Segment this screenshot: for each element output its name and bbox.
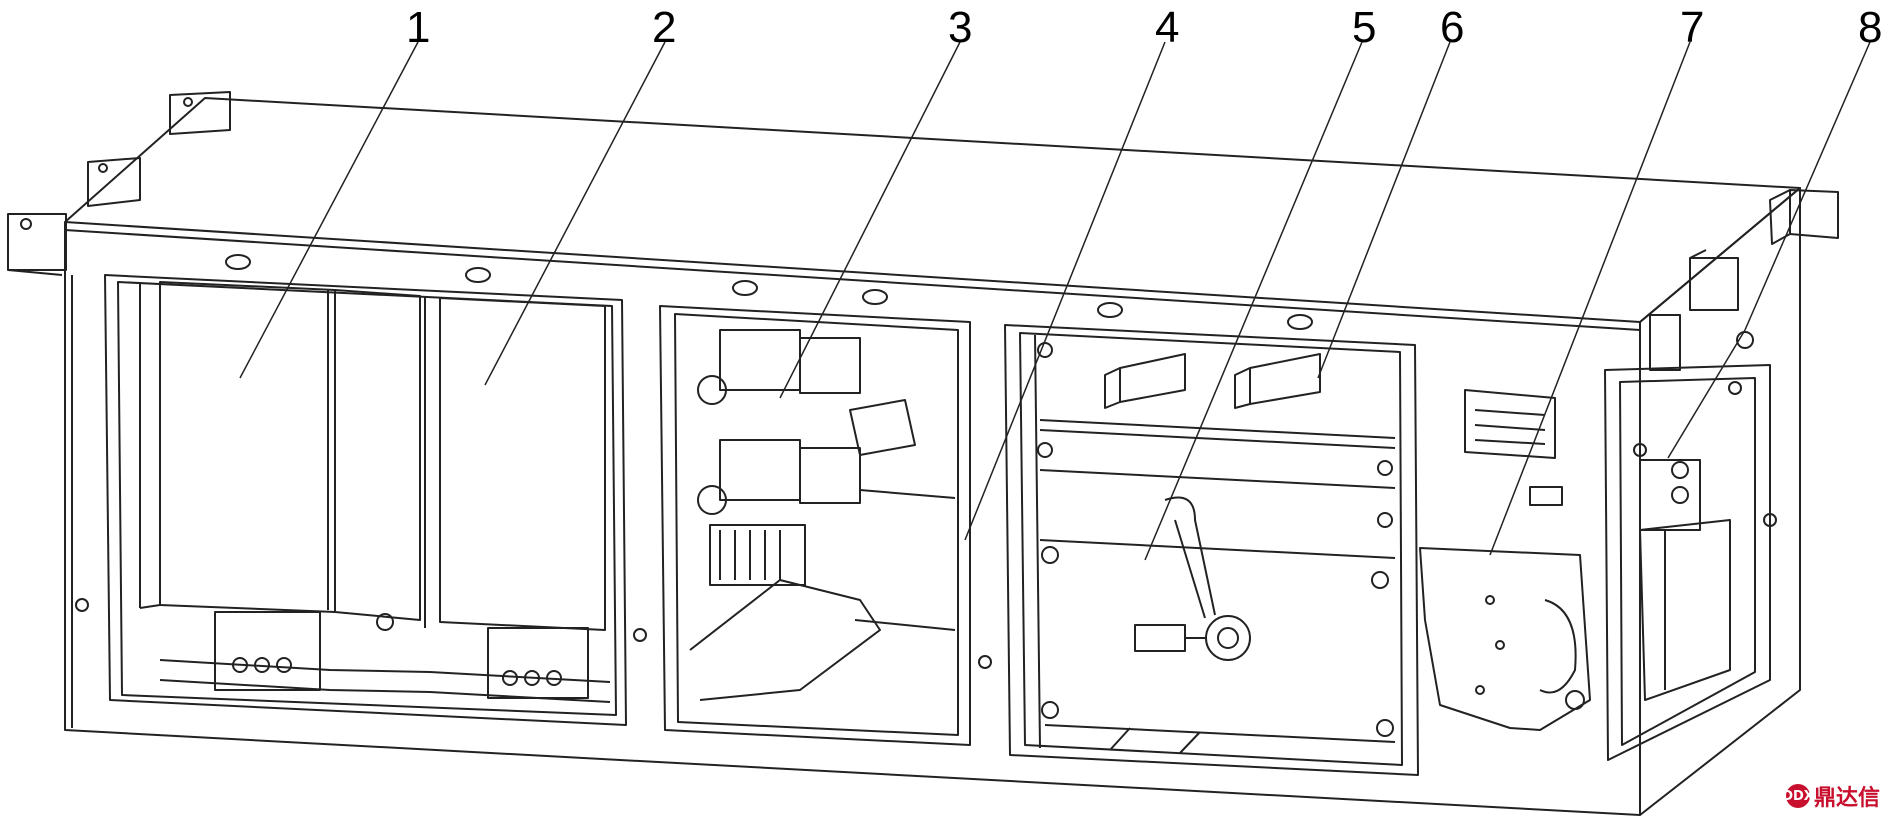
box-front-face <box>64 222 1641 816</box>
leader-line-7 <box>1489 41 1691 556</box>
module-2-plate <box>439 297 606 699</box>
lifting-lug-back-right <box>1769 189 1839 245</box>
leader-line-3 <box>779 41 961 399</box>
leader-line-8 <box>1744 41 1871 331</box>
callout-labels: 1 2 3 4 5 6 7 8 <box>406 3 1882 52</box>
callout-4: 4 <box>1155 3 1179 52</box>
compartment-frame-4-6 <box>1004 324 1419 776</box>
leader-line-4 <box>964 41 1166 541</box>
watermark: DDX 鼎达信 <box>1782 780 1880 812</box>
lifting-lug-right-side <box>1649 249 1739 371</box>
right-side-compartment <box>1604 331 1771 761</box>
callout-2: 2 <box>652 3 676 52</box>
callout-7: 7 <box>1680 3 1704 52</box>
watermark-text: 鼎达信 <box>1813 786 1880 811</box>
shelf-panels <box>1037 342 1396 737</box>
callout-5: 5 <box>1352 3 1376 52</box>
callout-1: 1 <box>406 3 430 52</box>
mounting-bracket-7 <box>1419 547 1591 731</box>
front-bolts <box>75 254 1777 669</box>
lifting-lug-back-left <box>87 157 141 207</box>
divider-post <box>334 289 426 628</box>
compartment-frame-left <box>104 274 627 726</box>
leader-line-2 <box>484 41 666 386</box>
lower-floor-plate <box>1044 724 1396 754</box>
leader-line-6 <box>1317 41 1451 379</box>
module-1-plate <box>139 281 394 691</box>
lifting-lug-back-mid <box>169 91 231 135</box>
box-top-lid <box>64 97 1801 331</box>
compartment-frame-3 <box>659 305 971 746</box>
callout-6: 6 <box>1440 3 1464 52</box>
contactor-assembly <box>689 329 956 701</box>
leader-line-1 <box>239 41 419 379</box>
operating-handle <box>1134 496 1251 661</box>
leader-lines <box>239 41 1871 561</box>
lifting-lug-front-left <box>7 213 67 276</box>
module-base-rails <box>159 659 611 703</box>
box-right-face <box>1639 187 1801 816</box>
leader-line-5 <box>1144 41 1363 561</box>
callout-8: 8 <box>1858 3 1882 52</box>
small-label <box>1529 486 1563 506</box>
callout-3: 3 <box>948 3 972 52</box>
bracket-blocks <box>1104 353 1321 409</box>
leader-line-8b <box>1667 329 1746 459</box>
watermark-logo-icon: DDX <box>1782 784 1814 808</box>
